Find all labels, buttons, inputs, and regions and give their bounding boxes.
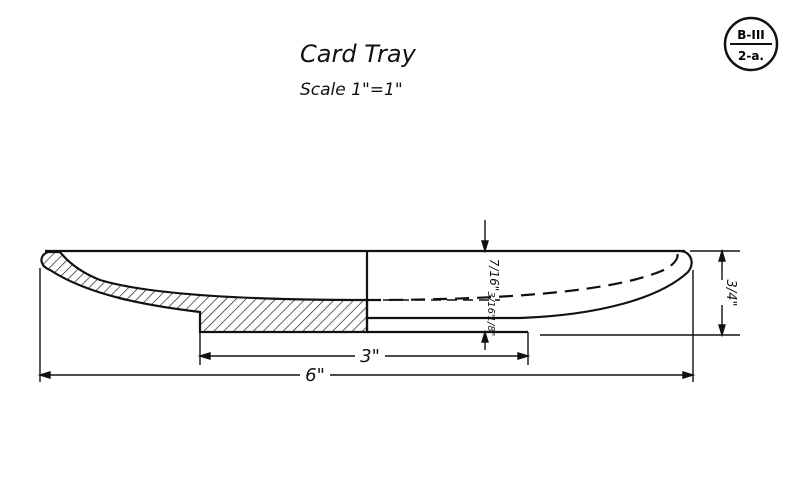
dim-rim-depth: 7/16" — [487, 259, 501, 291]
dim-wall-thickness: 3/16" — [485, 291, 496, 318]
drawing-scale: Scale 1"=1" — [300, 80, 403, 100]
dimension-lines — [37, 220, 740, 382]
dim-overall-height: 3/4" — [723, 280, 738, 307]
sheet-badge-bottom: 2-a. — [738, 49, 764, 63]
hatched-section — [40, 250, 369, 334]
tray-section — [40, 249, 693, 334]
outer-profile — [367, 249, 693, 320]
inner-hidden-line — [366, 251, 679, 302]
dim-base-thickness: 1/8" — [485, 316, 496, 337]
drawing-title: Card Tray — [300, 40, 417, 68]
sheet-badge: B-III 2-a. — [723, 16, 779, 72]
dim-overall-length: 6" — [305, 365, 325, 386]
sheet-badge-top: B-III — [737, 28, 765, 42]
dim-base-length: 3" — [360, 346, 380, 367]
